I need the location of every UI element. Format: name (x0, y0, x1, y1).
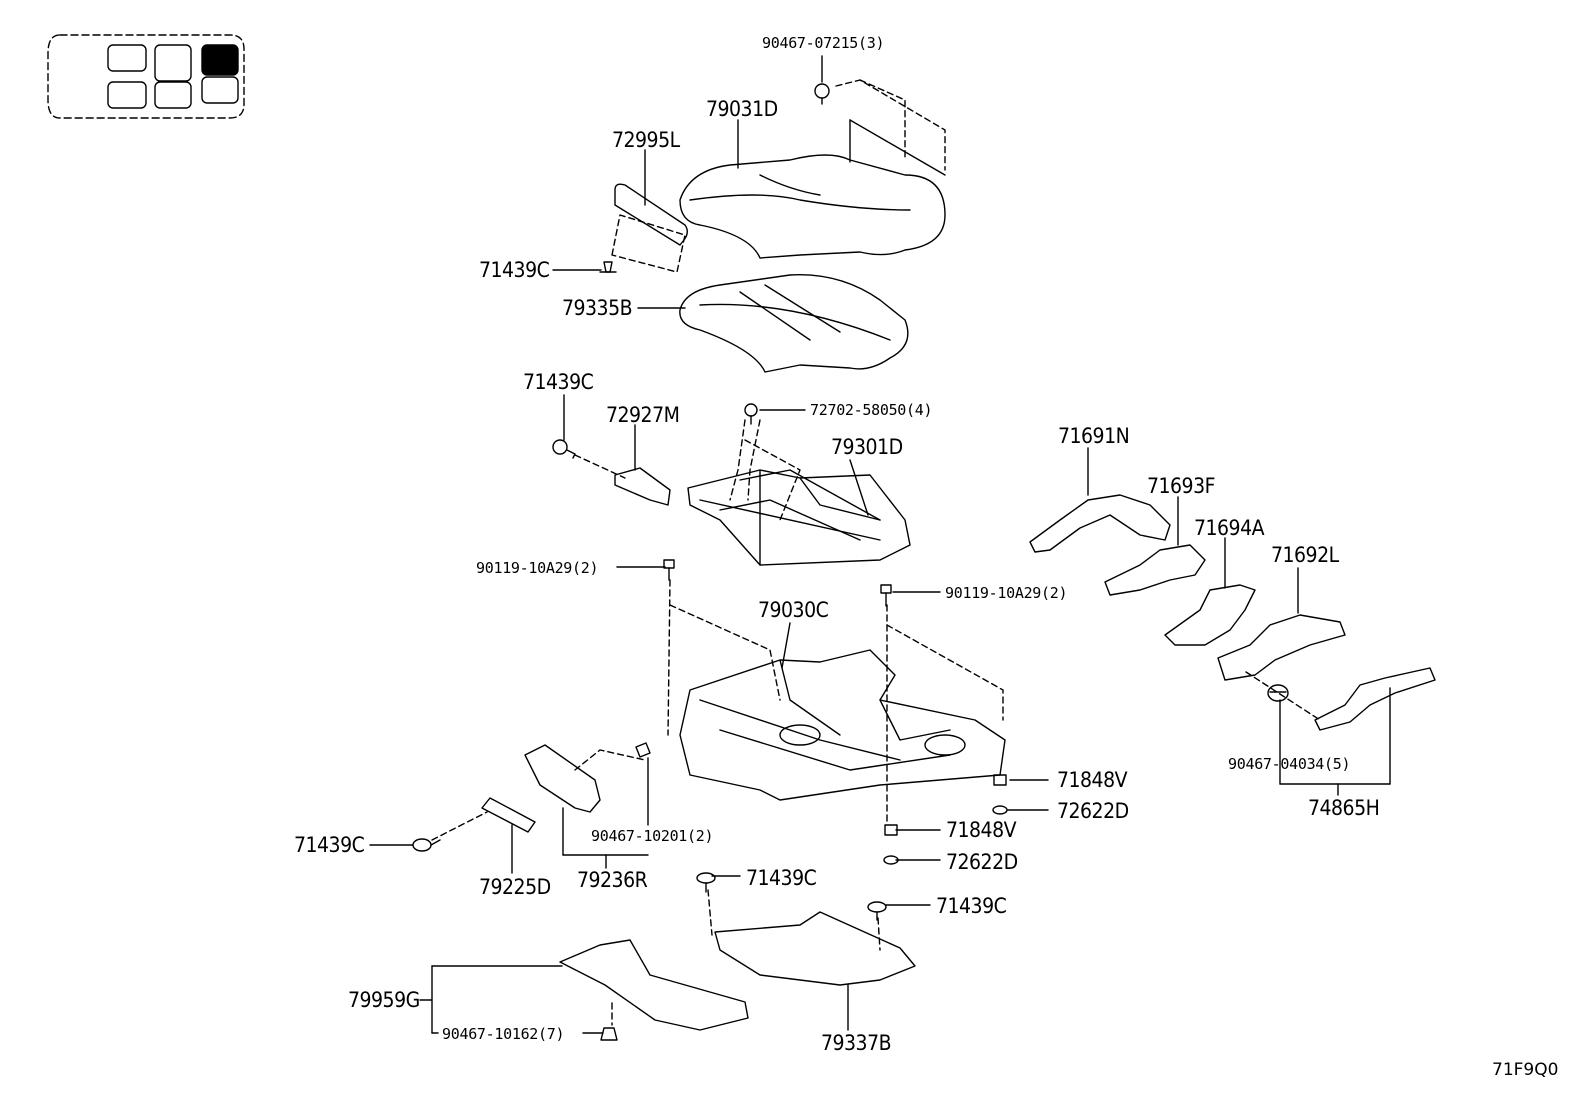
part-label: 71439C (523, 370, 594, 394)
seat-side-cover-lower (1164, 584, 1256, 646)
part-label: 72622D (946, 850, 1018, 874)
part-label: 79236R (577, 868, 648, 892)
part-label: 90467-10201(2) (591, 827, 714, 845)
assembly-dashed-lines (431, 79, 1321, 1026)
clip-icon (552, 439, 576, 459)
part-label: 71848V (1057, 768, 1128, 792)
screw-icon (744, 403, 758, 425)
seat-locator-icon (47, 34, 245, 119)
clip-icon (1267, 684, 1289, 702)
part-label: 90467-10162(7) (442, 1025, 565, 1043)
part-label: 71694A (1194, 516, 1265, 540)
leader-lines (369, 55, 1391, 1034)
part-label: 79337B (821, 1031, 892, 1055)
side-cover-panel (524, 744, 601, 813)
diagram-reference-code: 71F9Q0 (1492, 1060, 1559, 1080)
nut-icon (993, 774, 1007, 786)
part-label: 79301D (831, 435, 903, 459)
part-label: 90119-10A29(2) (945, 584, 1068, 602)
clip-icon (696, 872, 716, 893)
part-label: 72927M (606, 403, 680, 427)
part-label: 90467-04034(5) (1228, 755, 1351, 773)
part-label: 79030C (758, 598, 829, 622)
seat-cushion-cover (679, 119, 946, 259)
seat-rail-cover (1314, 667, 1436, 731)
bolt-icon (663, 559, 675, 581)
part-label: 72702-58050(4) (810, 401, 933, 419)
washer-icon (883, 855, 899, 865)
part-label: 79959G (348, 988, 420, 1012)
under-cover-front (559, 939, 749, 1031)
part-label: 72622D (1057, 799, 1129, 823)
side-cover-bracket (481, 797, 536, 833)
seat-trim-panel (614, 183, 688, 246)
fastener-icons (412, 83, 1289, 1041)
part-label: 71692L (1271, 543, 1339, 567)
part-label: 71691N (1058, 424, 1130, 448)
part-label: 79335B (562, 296, 633, 320)
seat-side-cover-upper (1029, 494, 1171, 553)
part-label: 90467-07215(3) (762, 34, 885, 52)
under-cover-rear (714, 911, 916, 986)
part-label: 72995L (612, 128, 680, 152)
part-label: 71439C (479, 258, 550, 282)
part-label: 71439C (294, 833, 365, 857)
clip-icon (600, 1027, 618, 1041)
part-label: 90119-10A29(2) (476, 559, 599, 577)
seat-side-cover-middle (1104, 544, 1206, 596)
part-label: 74865H (1308, 796, 1380, 820)
part-label: 79225D (479, 875, 551, 899)
seat-side-cover-rear (1217, 614, 1346, 681)
seat-bracket (614, 467, 671, 506)
clip-icon (599, 261, 617, 273)
nut-icon (884, 824, 898, 836)
part-label: 71848V (946, 818, 1017, 842)
clip-icon (412, 838, 441, 852)
clip-icon (635, 742, 651, 758)
screw-icon (814, 83, 830, 105)
part-label: 71693F (1147, 474, 1215, 498)
seat-cushion-pad (679, 274, 909, 373)
lower-seat-frame (679, 649, 1006, 801)
bolt-icon (880, 584, 892, 607)
part-label: 79031D (706, 97, 778, 121)
upper-seat-frame (687, 469, 911, 566)
part-label: 71439C (746, 866, 817, 890)
washer-icon (992, 805, 1008, 815)
part-label: 71439C (936, 894, 1007, 918)
clip-icon (867, 901, 887, 921)
